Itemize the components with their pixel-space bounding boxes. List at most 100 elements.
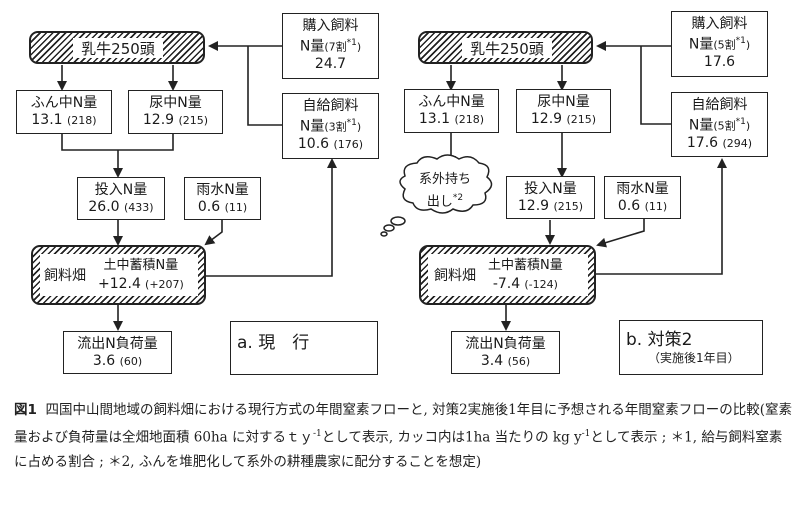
field-perha-b: (-124) [524, 277, 558, 291]
flow-connectors [57, 41, 763, 374]
outflow-perha-b: (56) [507, 355, 531, 368]
purchased-feed-note-a: *1 [346, 38, 357, 48]
input-n-title-b: 投入N量 [524, 181, 577, 197]
outflow-box-a: 流出N負荷量 3.6 (60) [63, 331, 172, 374]
field-value-a: +12.4 [98, 275, 141, 292]
dung-n-perha-b: (218) [454, 113, 485, 126]
self-feed-title-b: 自給飼料 [691, 97, 748, 113]
urine-n-perha-b: (215) [566, 113, 597, 126]
field-box-a: 飼料畑 土中蓄積N量 +12.4 (+207) [31, 245, 206, 305]
field-box-b: 飼料畑 土中蓄積N量 -7.4 (-124) [419, 245, 596, 305]
purchased-feed-value-a: 24.7 [314, 55, 347, 72]
rain-n-box-a: 雨水N量 0.6 (11) [184, 177, 261, 220]
herd-box-a: 乳牛250頭 [29, 31, 205, 64]
arrow-rain-to-field-a [204, 220, 223, 246]
caption-text-2: として表示, カッコ内は1ha 当たりの kg y [321, 429, 582, 446]
dung-n-value-a: 13.1 [31, 112, 63, 128]
self-feed-title-a: 自給飼料 [302, 98, 359, 114]
panel-label-b-subtext: （実施後1年目） [648, 351, 740, 365]
line-selffeed-join-a [247, 46, 282, 126]
input-n-value-a: 26.0 [88, 199, 120, 215]
field-perha-a: (+207) [145, 277, 184, 291]
self-feed-close-b: ) [745, 119, 751, 133]
arrow-field-to-selffeed-b [596, 158, 727, 275]
dung-n-perha-a: (218) [67, 114, 97, 127]
self-feed-ratio-b: (5割 [713, 119, 736, 133]
purchased-feed-value-b: 17.6 [703, 53, 736, 70]
field-title-a: 土中蓄積N量 [103, 257, 179, 273]
panel-label-b-text: b. 対策2 [626, 330, 693, 350]
rain-n-value-b: 0.6 [617, 198, 641, 214]
dung-n-title-b: ふん中N量 [418, 94, 485, 110]
outflow-perha-a: (60) [119, 355, 143, 368]
input-n-box-a: 投入N量 26.0 (433) [77, 177, 165, 220]
outflow-title-b: 流出N負荷量 [465, 336, 546, 352]
herd-label-b: 乳牛250頭 [462, 38, 552, 58]
self-feed-box-b: 自給飼料 N量(5割*1) 17.6 (294) [671, 92, 768, 157]
input-n-perha-b: (215) [553, 200, 584, 213]
outflow-value-a: 3.6 [92, 353, 116, 369]
export-cloud-line2: 出し [426, 194, 453, 210]
purchased-feed-subtitle-b: N量 [688, 36, 714, 53]
rain-n-title-b: 雨水N量 [616, 181, 669, 197]
export-cloud-note: *2 [452, 193, 464, 203]
dung-n-value-b: 13.1 [418, 111, 451, 127]
urine-n-value-b: 12.9 [530, 111, 563, 127]
self-feed-box-a: 自給飼料 N量(3割*1) 10.6 (176) [282, 93, 379, 159]
urine-n-box-a: 尿中N量 12.9 (215) [128, 90, 223, 134]
field-title-b: 土中蓄積N量 [488, 257, 563, 273]
self-feed-perha-a: (176) [333, 137, 364, 151]
self-feed-subtitle-a: N量 [299, 118, 325, 135]
purchased-feed-title-a: 購入飼料 [302, 18, 359, 34]
self-feed-ratio-a: (3割 [324, 120, 347, 134]
urine-n-title-a: 尿中N量 [149, 95, 202, 111]
rain-n-perha-a: (11) [224, 201, 248, 214]
panel-label-a: a. 現 行 [230, 321, 378, 375]
panel-label-a-text: a. 現 行 [237, 333, 310, 353]
urine-n-box-b: 尿中N量 12.9 (215) [516, 89, 611, 133]
field-name-b: 飼料畑 [434, 268, 476, 284]
caption-text-3: として表示 ; ＊1, 給与飼料窒素に占める割合 ; ＊2, ふんを堆肥化して系… [14, 429, 783, 470]
urine-n-value-a: 12.9 [142, 112, 175, 128]
self-feed-value-b: 17.6 [686, 134, 719, 151]
caption-text-1: 四国中山間地域の飼料畑における現行方式の年間窒素フローと, 対策2実施後1年目に… [14, 402, 793, 446]
dung-n-box-a: ふん中N量 13.1 (218) [16, 90, 112, 134]
line-selffeed-join-b [640, 46, 671, 125]
panel-label-b: b. 対策2 （実施後1年目） [619, 320, 763, 375]
self-feed-value-a: 10.6 [297, 135, 330, 152]
figure-label: 図1 [14, 402, 37, 418]
purchased-feed-box-a: 購入飼料 N量(7割*1) 24.7 [282, 13, 379, 79]
line-dung-urine-merge-a [61, 134, 174, 151]
rain-n-title-a: 雨水N量 [196, 182, 249, 198]
outflow-value-b: 3.4 [480, 353, 504, 369]
input-n-title-a: 投入N量 [94, 182, 148, 198]
outflow-title-a: 流出N負荷量 [77, 336, 158, 352]
self-feed-close-a: ) [356, 120, 362, 134]
arrow-rain-to-field-b [596, 219, 645, 248]
export-cloud-shape [380, 154, 493, 237]
purchased-feed-title-b: 購入飼料 [691, 16, 748, 32]
purchased-feed-note-b: *1 [735, 36, 746, 46]
urine-n-perha-a: (215) [178, 114, 209, 127]
field-value-b: -7.4 [492, 275, 521, 292]
purchased-feed-close-b: ) [745, 38, 751, 52]
caption-sup-2: -1 [581, 429, 591, 439]
self-feed-note-a: *1 [346, 118, 357, 128]
input-n-box-b: 投入N量 12.9 (215) [506, 176, 595, 219]
purchased-feed-box-b: 購入飼料 N量(5割*1) 17.6 [671, 11, 768, 77]
figure-caption: 図1 四国中山間地域の飼料畑における現行方式の年間窒素フローと, 対策2実施後1… [14, 398, 794, 474]
rain-n-box-b: 雨水N量 0.6 (11) [604, 176, 681, 219]
dung-n-title-a: ふん中N量 [30, 95, 98, 111]
input-n-perha-a: (433) [124, 201, 154, 214]
rain-n-perha-b: (11) [644, 200, 668, 213]
field-name-a: 飼料畑 [44, 268, 86, 284]
caption-sup-1: -1 [313, 429, 322, 439]
self-feed-note-b: *1 [735, 117, 746, 127]
export-cloud-line1: 系外持ち [418, 172, 471, 187]
rain-n-value-a: 0.6 [197, 199, 221, 215]
outflow-box-b: 流出N負荷量 3.4 (56) [451, 331, 560, 374]
herd-label-a: 乳牛250頭 [73, 38, 163, 58]
herd-box-b: 乳牛250頭 [418, 31, 593, 64]
purchased-feed-ratio-b: (5割 [713, 38, 736, 52]
arrow-field-to-selffeed-a [206, 158, 337, 277]
